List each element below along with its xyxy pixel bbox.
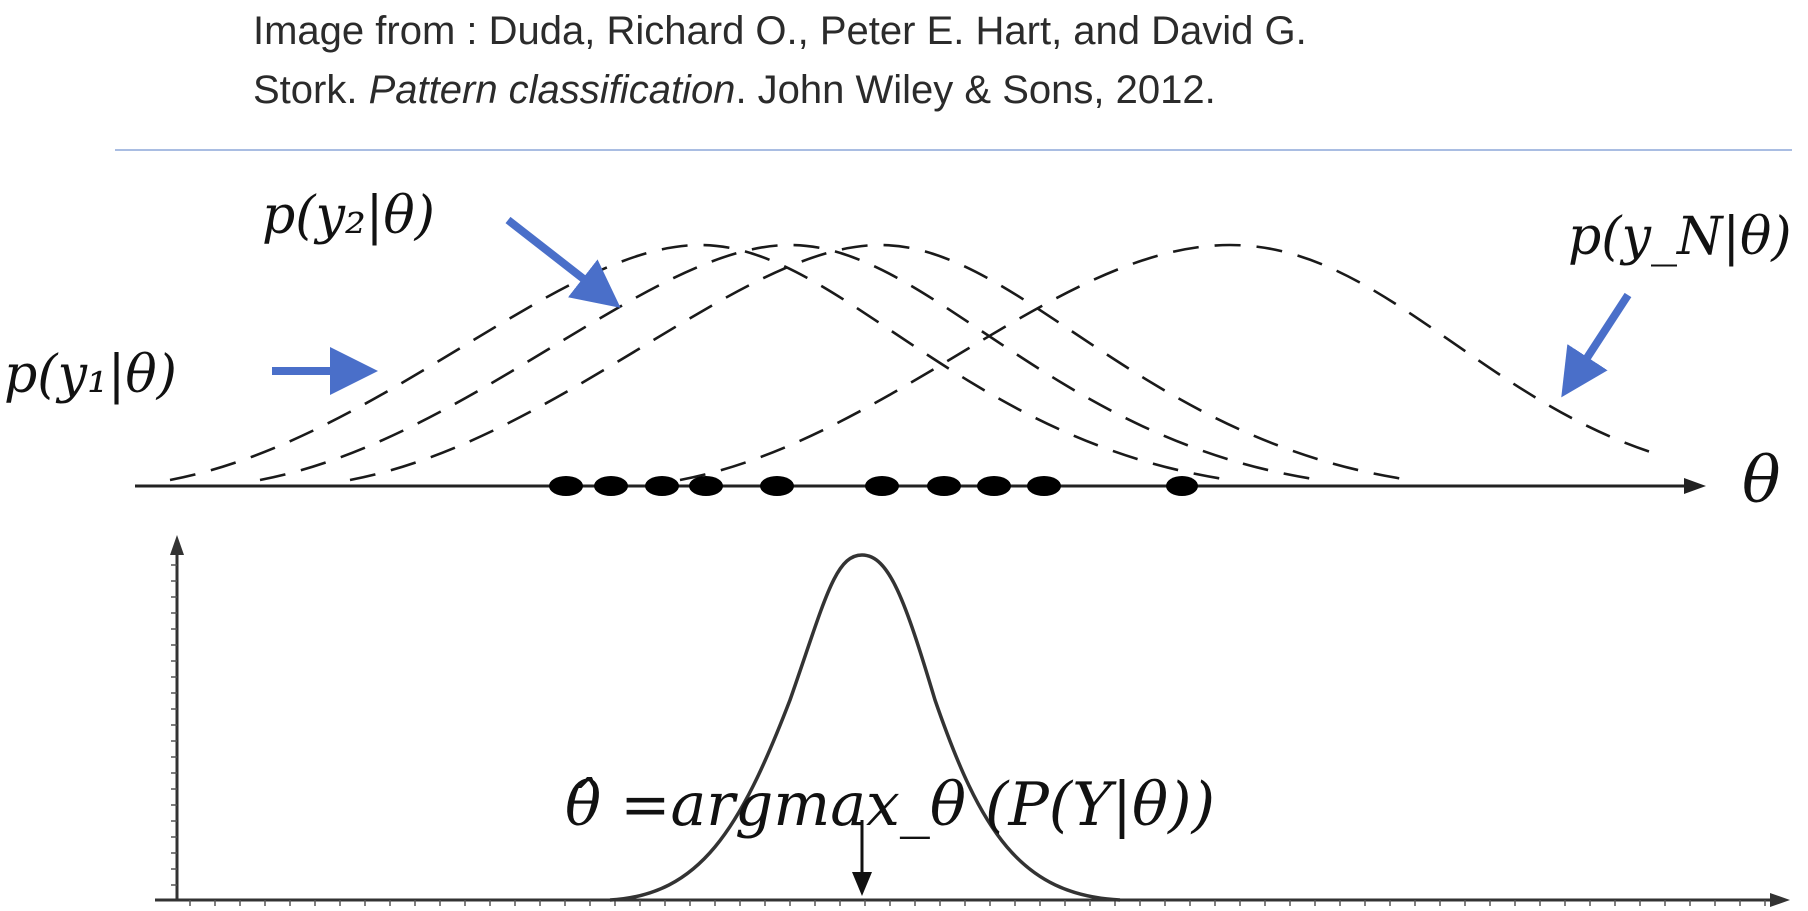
sample-point (594, 476, 628, 496)
theta-axis (135, 478, 1706, 494)
sample-point (760, 476, 794, 496)
citation-book-title: Pattern classification (368, 68, 736, 112)
likelihood-curve-yN (679, 243, 1661, 482)
sample-point (689, 476, 723, 496)
citation-line-1: Image from : Duda, Richard O., Peter E. … (253, 9, 1307, 53)
joint-likelihood-curve (609, 553, 1121, 902)
label-p-y2: p(y₂|θ) (262, 186, 435, 246)
likelihood-curve-y1 (169, 243, 1231, 482)
label-arrows (272, 216, 1632, 398)
x-axis-arrowhead-icon (1770, 893, 1790, 907)
sample-point (549, 476, 583, 496)
citation-authors-end: Stork. (253, 68, 369, 112)
y-axis-ticks (171, 564, 177, 886)
citation-publisher: . John Wiley & Sons, 2012. (735, 68, 1216, 112)
sample-point (1166, 476, 1198, 496)
likelihood-curves (169, 243, 1661, 482)
blue-arrow-icon (505, 216, 621, 308)
estimate-pointer (852, 820, 872, 896)
blue-arrow-icon (1561, 292, 1632, 398)
citation: Image from : Duda, Richard O., Peter E. … (253, 2, 1307, 120)
sample-point (977, 476, 1011, 496)
sample-point (1027, 476, 1061, 496)
sample-point (865, 476, 899, 496)
joint-likelihood-axes (155, 545, 1775, 902)
divider-line (115, 149, 1792, 151)
x-axis-ticks (189, 900, 1766, 906)
label-p-yN: p(y_N|θ) (1568, 207, 1792, 267)
likelihood-curve-y3 (349, 243, 1411, 482)
sample-points (549, 476, 1198, 496)
label-p-y1: p(y₁|θ) (4, 345, 177, 405)
label-theta-axis: θ (1742, 444, 1781, 518)
sample-point (927, 476, 961, 496)
label-estimate: θ̂ =argmax_θ (P(Y|θ)) (565, 770, 1215, 840)
citation-line-2: Stork. Pattern classification. John Wile… (253, 61, 1307, 120)
likelihood-curve-y2 (259, 243, 1321, 482)
down-arrow-icon (852, 872, 872, 896)
sample-point (645, 476, 679, 496)
theta-axis-arrowhead-icon (1684, 478, 1706, 494)
y-axis-arrowhead-icon (170, 535, 184, 555)
